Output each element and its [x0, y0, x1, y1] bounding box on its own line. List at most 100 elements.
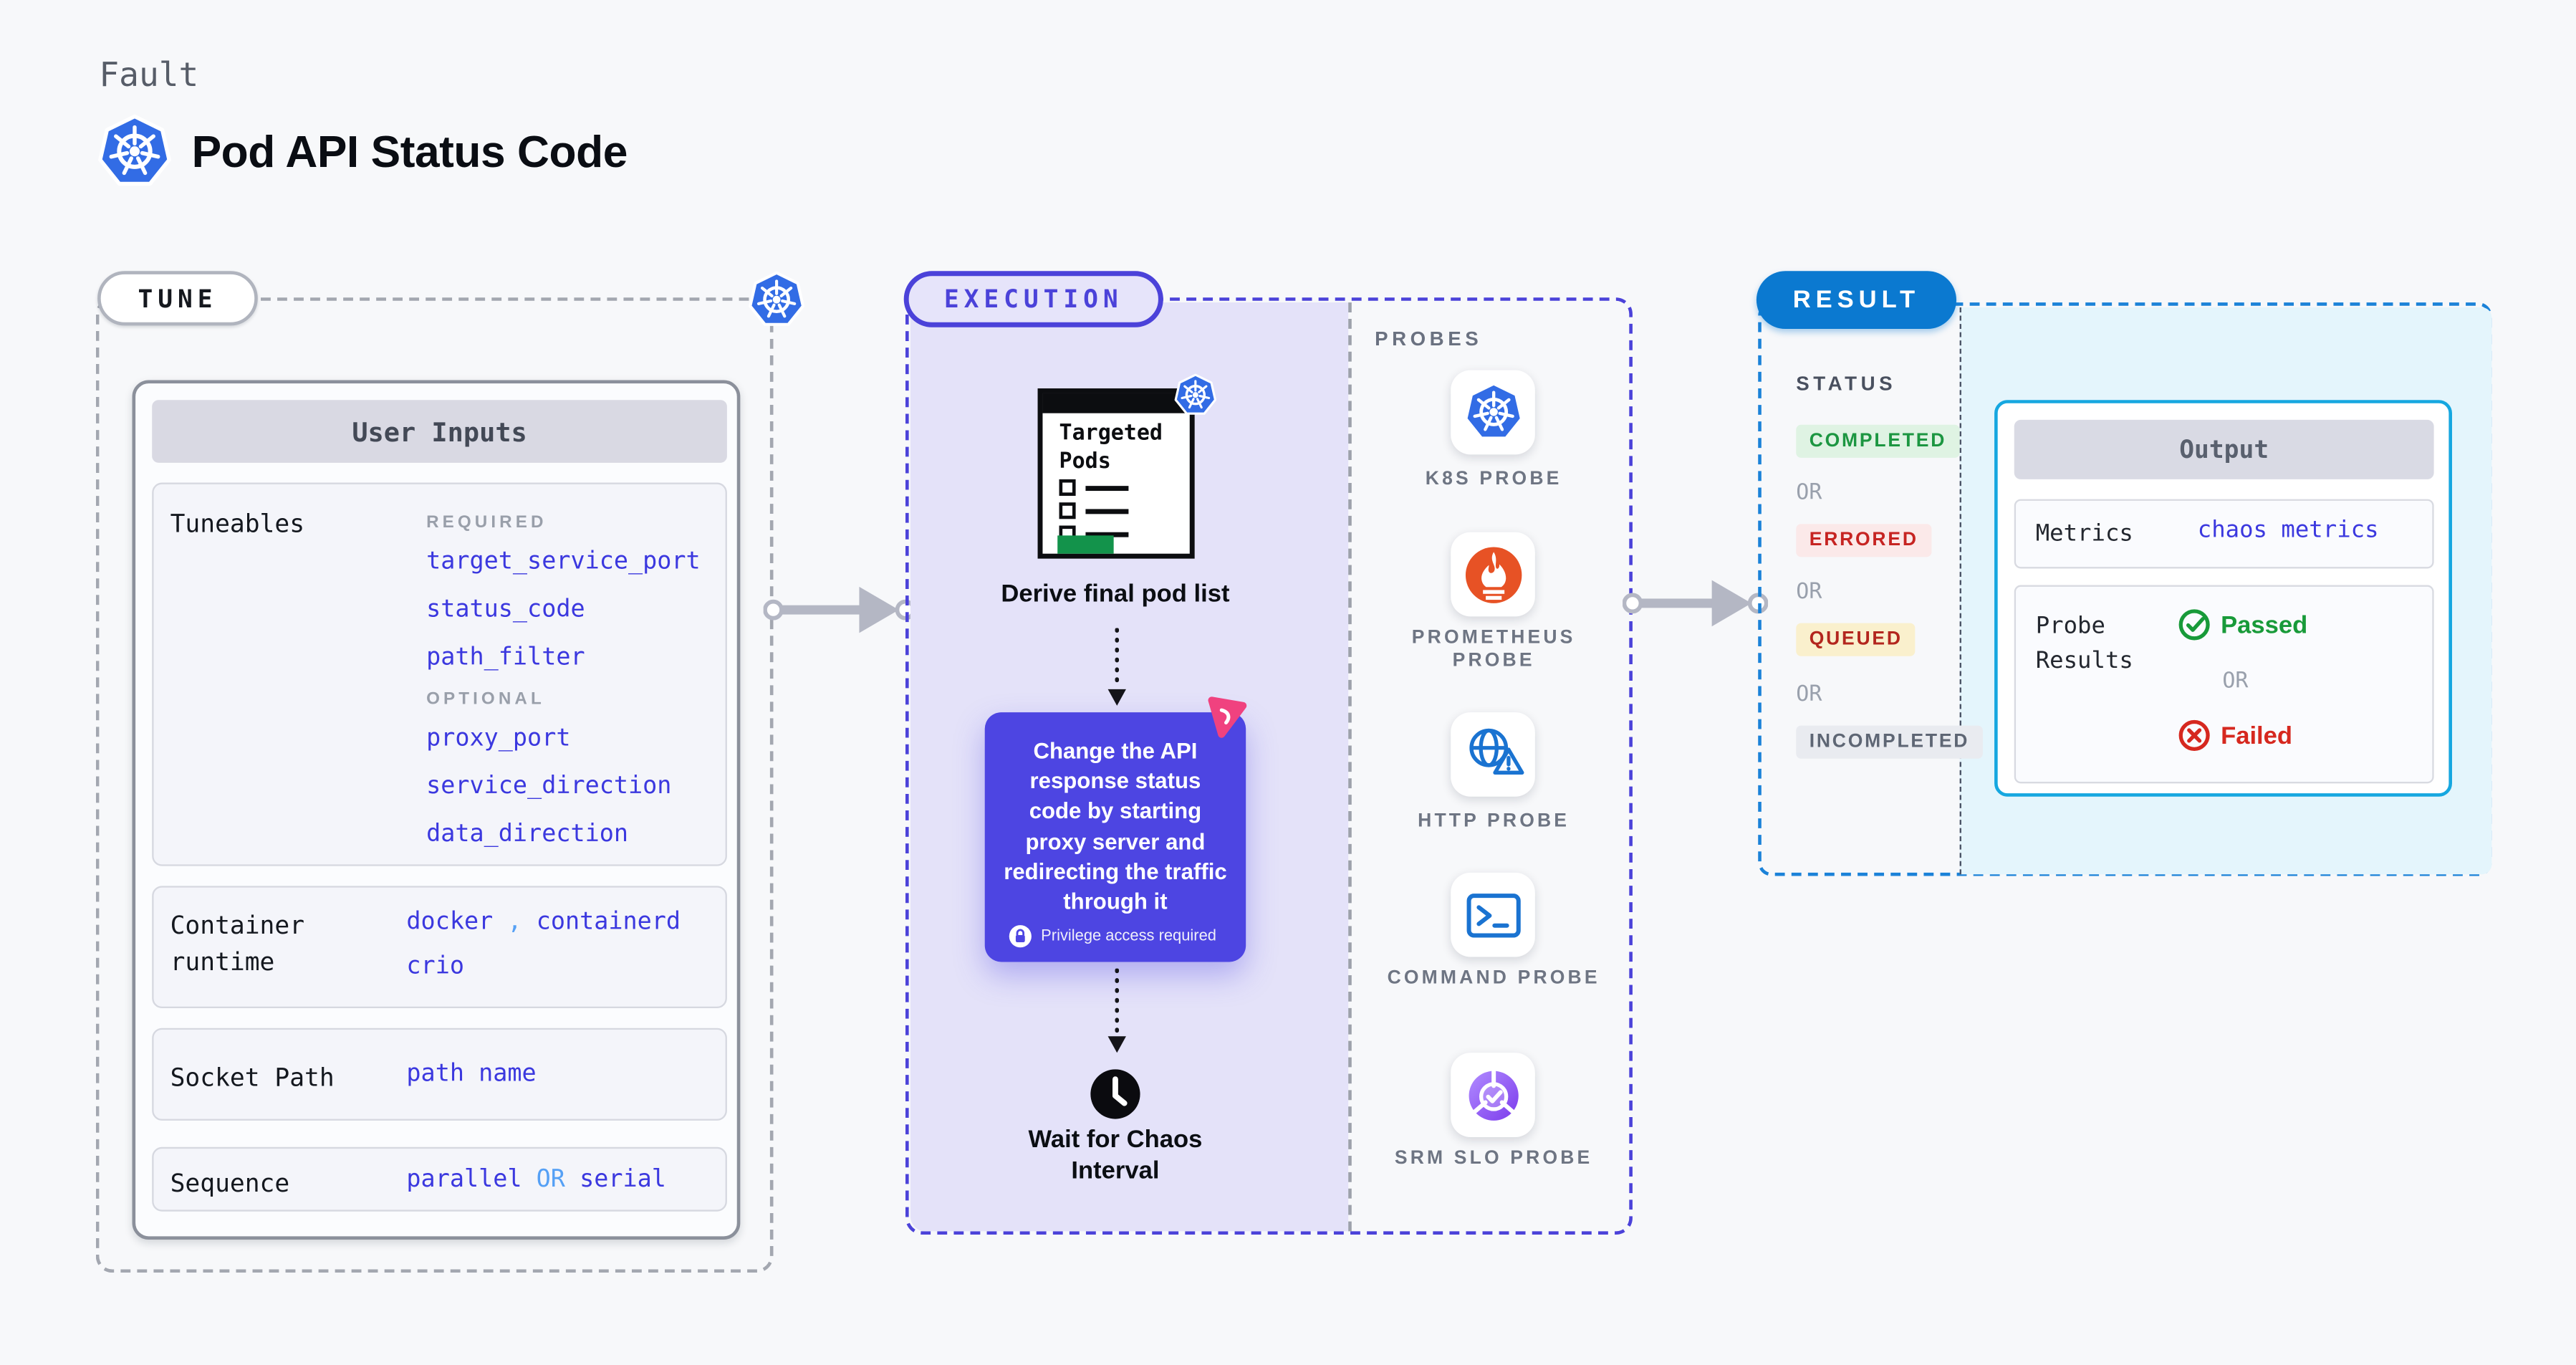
- kubernetes-icon: [1461, 381, 1524, 444]
- runtime-containerd: containerd: [536, 909, 681, 936]
- flow-arrow-tune-to-execution: [763, 586, 915, 633]
- tuneable-optional-value: service_direction: [426, 773, 672, 800]
- result-pill: RESULT: [1756, 271, 1957, 330]
- or-separator: OR: [1796, 580, 1822, 605]
- status-badge: QUEUED: [1796, 620, 1916, 656]
- tuneable-required-value: status_code: [426, 596, 585, 623]
- srm-slo-probe-card: [1451, 1053, 1535, 1137]
- targeted-pods-document: Targeted Pods: [1037, 388, 1195, 559]
- slo-pie-check-icon: [1460, 1062, 1526, 1128]
- output-header: Output: [2014, 419, 2434, 479]
- status-badge: COMPLETED: [1796, 421, 1960, 458]
- sequence-label: Sequence: [170, 1168, 290, 1199]
- dotted-down-arrow: [1107, 628, 1126, 706]
- metrics-value: chaos metrics: [2197, 517, 2379, 544]
- check-circle-icon: [2178, 608, 2211, 641]
- kubernetes-icon: [1174, 373, 1217, 415]
- dotted-down-arrow: [1107, 968, 1126, 1053]
- prometheus-probe-card: [1451, 532, 1535, 617]
- completed-badge: COMPLETED: [1796, 424, 1960, 458]
- flow-arrow-probes-to-result: [1623, 580, 1769, 627]
- probe-label: COMMAND PROBE: [1387, 968, 1600, 989]
- container-runtime-label: Container runtime: [170, 910, 305, 977]
- list-line: [1085, 532, 1129, 537]
- passed-label: Passed: [2221, 611, 2308, 640]
- execution-section: EXECUTION Targeted Pods Derive final pod…: [903, 271, 1633, 1235]
- tuneables-row: Tuneables REQUIRED target_service_port s…: [152, 482, 727, 866]
- prometheus-icon: [1464, 546, 1522, 603]
- incompleted-badge: INCOMPLETED: [1796, 725, 1983, 759]
- litmus-chaos-icon: [1208, 696, 1247, 738]
- or-separator: OR: [1796, 682, 1822, 708]
- container-runtime-row: Container runtime docker , containerd cr…: [152, 886, 727, 1009]
- probe-label: PROMETHEUS PROBE: [1411, 628, 1576, 671]
- tuneables-label: Tuneables: [170, 509, 305, 539]
- socket-path-label: Socket Path: [170, 1063, 335, 1093]
- status-heading: STATUS: [1796, 371, 1897, 396]
- fault-callout-text: Change the API response status code by s…: [1004, 739, 1227, 914]
- probes-panel-divider: [1348, 302, 1352, 1232]
- privilege-note: Privilege access required: [1008, 924, 1216, 949]
- tuneable-optional-value: proxy_port: [426, 725, 571, 752]
- runtime-docker: docker: [406, 909, 494, 936]
- runtime-crio: crio: [406, 953, 464, 980]
- kubernetes-icon: [747, 271, 807, 330]
- tuneable-required-value: path_filter: [426, 644, 585, 671]
- execution-pill: EXECUTION: [903, 271, 1163, 327]
- tuneable-required-value: target_service_port: [426, 548, 701, 575]
- or-separator: OR: [1796, 481, 1822, 506]
- derive-pod-list-caption: Derive final pod list: [1001, 580, 1230, 608]
- http-probe-card: [1451, 712, 1535, 797]
- kubernetes-icon: [96, 114, 173, 191]
- wait-chaos-interval-caption: Wait for Chaos Interval: [1028, 1125, 1203, 1185]
- sequence-serial: serial: [580, 1167, 666, 1194]
- sequence-parallel: parallel: [406, 1167, 522, 1194]
- list-line: [1085, 486, 1129, 490]
- result-section: RESULT STATUS COMPLETED OR ERRORED OR QU…: [1756, 271, 2492, 876]
- tune-section: TUNE User Inputs Tuneables REQUIRED targ…: [95, 271, 774, 1273]
- probe-results-row: Probe Results Passed OR Failed: [2014, 585, 2434, 784]
- page-title: Pod API Status Code: [191, 127, 628, 177]
- user-inputs-header: User Inputs: [152, 400, 727, 463]
- x-circle-icon: [2178, 719, 2211, 752]
- k8s-probe-card: [1451, 370, 1535, 455]
- probe-label: HTTP PROBE: [1418, 811, 1570, 832]
- or-separator: OR: [2222, 669, 2249, 694]
- runtime-separator: ,: [507, 909, 522, 936]
- http-globe-warning-icon: [1460, 722, 1526, 787]
- fault-category-label: Fault: [99, 54, 199, 95]
- clock-icon: [1090, 1069, 1140, 1119]
- sequence-values: parallel OR serial: [406, 1167, 666, 1193]
- targeted-pods-title: Targeted Pods: [1059, 421, 1163, 474]
- status-panel-divider: [1959, 307, 1961, 875]
- sequence-row: Sequence parallel OR serial: [152, 1146, 727, 1212]
- privilege-note-text: Privilege access required: [1041, 927, 1216, 946]
- metrics-label: Metrics: [2035, 520, 2133, 547]
- checkbox-icon: [1059, 479, 1076, 496]
- sequence-or: OR: [536, 1167, 565, 1194]
- output-card: Output Metrics chaos metrics Probe Resul…: [1994, 400, 2452, 797]
- optional-heading: OPTIONAL: [426, 689, 545, 709]
- user-inputs-card: User Inputs Tuneables REQUIRED target_se…: [132, 380, 741, 1240]
- checkbox-icon: [1059, 502, 1076, 519]
- errored-badge: ERRORED: [1796, 524, 1932, 557]
- container-runtime-values: docker , containerd: [406, 909, 681, 936]
- probe-results-label: Probe Results: [2035, 613, 2133, 675]
- queued-badge: QUEUED: [1796, 623, 1916, 656]
- fault-callout-box: Change the API response status code by s…: [984, 696, 1247, 962]
- document-title-bar: [1042, 393, 1190, 413]
- list-line: [1085, 509, 1129, 514]
- green-progress-bar: [1057, 535, 1114, 554]
- failed-label: Failed: [2221, 722, 2293, 751]
- probes-heading: PROBES: [1375, 327, 1483, 350]
- command-probe-card: [1451, 872, 1535, 957]
- lock-icon: [1009, 925, 1032, 948]
- required-heading: REQUIRED: [426, 512, 547, 532]
- metrics-row: Metrics chaos metrics: [2014, 499, 2434, 569]
- status-badge: ERRORED: [1796, 521, 1932, 557]
- probe-label: K8S PROBE: [1425, 469, 1562, 489]
- probe-label: SRM SLO PROBE: [1394, 1149, 1593, 1169]
- tune-pill: TUNE: [97, 271, 258, 326]
- socket-path-row: Socket Path path name: [152, 1028, 727, 1121]
